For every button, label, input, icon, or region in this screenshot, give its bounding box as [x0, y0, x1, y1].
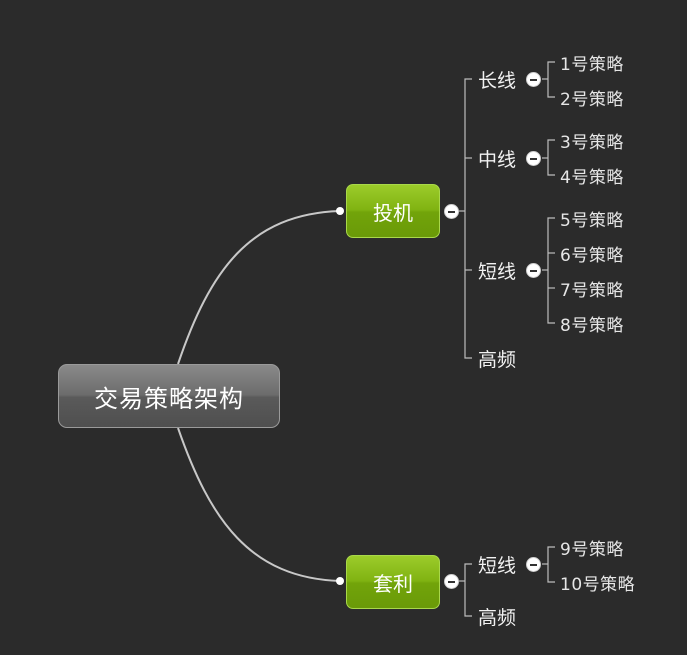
- branch-node-label: 套利: [373, 571, 413, 596]
- sub-node-label: 长线: [478, 69, 517, 92]
- minus-circle-icon[interactable]: [526, 557, 541, 572]
- leaf-node[interactable]: 8号策略: [560, 312, 624, 336]
- leaf-node-label: 7号策略: [560, 280, 624, 301]
- leaf-node-label: 2号策略: [560, 89, 624, 110]
- leaf-node[interactable]: 7号策略: [560, 277, 624, 301]
- leaf-node[interactable]: 9号策略: [560, 536, 624, 560]
- leaf-node-label: 8号策略: [560, 315, 624, 336]
- minus-circle-icon[interactable]: [526, 72, 541, 87]
- leaf-node-label: 1号策略: [560, 54, 624, 75]
- branch-node-label: 投机: [373, 200, 413, 225]
- sub-node-label: 高频: [478, 606, 517, 629]
- sub-node-changxian[interactable]: 长线: [478, 67, 517, 92]
- connector-root-to-taoli: [177, 427, 341, 582]
- sub-node-label: 短线: [478, 260, 517, 283]
- leaf-node[interactable]: 3号策略: [560, 129, 624, 153]
- minus-circle-icon[interactable]: [526, 263, 541, 278]
- leaf-node-label: 5号策略: [560, 210, 624, 231]
- minus-circle-icon[interactable]: [444, 204, 459, 219]
- sub-node-gaopin-taoli[interactable]: 高频: [478, 604, 517, 629]
- root-node-label: 交易策略架构: [94, 384, 244, 413]
- sub-node-duanxian[interactable]: 短线: [478, 258, 517, 283]
- bracket-taoli: [459, 563, 472, 617]
- minus-circle-icon[interactable]: [444, 574, 459, 589]
- sub-node-label: 高频: [478, 348, 517, 371]
- leaf-node-label: 3号策略: [560, 132, 624, 153]
- bracket-changxian: [542, 61, 555, 98]
- bracket-duanxian-2: [542, 546, 555, 583]
- leaf-node-label: 9号策略: [560, 539, 624, 560]
- leaf-node-label: 4号策略: [560, 167, 624, 188]
- leaf-node[interactable]: 4号策略: [560, 164, 624, 188]
- branch-node-taoli[interactable]: 套利: [346, 555, 440, 609]
- sub-node-label: 短线: [478, 554, 517, 577]
- sub-node-zhongxian[interactable]: 中线: [478, 146, 517, 171]
- leaf-node[interactable]: 6号策略: [560, 242, 624, 266]
- leaf-node-label: 6号策略: [560, 245, 624, 266]
- minus-circle-icon[interactable]: [526, 151, 541, 166]
- bracket-duanxian-1: [542, 217, 555, 324]
- sub-node-duanxian-taoli[interactable]: 短线: [478, 552, 517, 577]
- connector-dot-icon: [336, 577, 344, 585]
- sub-node-label: 中线: [478, 148, 517, 171]
- bracket-touji: [459, 78, 472, 359]
- connector-dot-icon: [336, 207, 344, 215]
- leaf-node[interactable]: 1号策略: [560, 51, 624, 75]
- leaf-node[interactable]: 10号策略: [560, 571, 636, 595]
- bracket-zhongxian: [542, 139, 555, 176]
- sub-node-gaopin[interactable]: 高频: [478, 346, 517, 371]
- branch-node-touji[interactable]: 投机: [346, 184, 440, 238]
- leaf-node-label: 10号策略: [560, 574, 636, 595]
- leaf-node[interactable]: 2号策略: [560, 86, 624, 110]
- root-node[interactable]: 交易策略架构: [58, 364, 280, 428]
- leaf-node[interactable]: 5号策略: [560, 207, 624, 231]
- connector-root-to-touji: [177, 210, 341, 365]
